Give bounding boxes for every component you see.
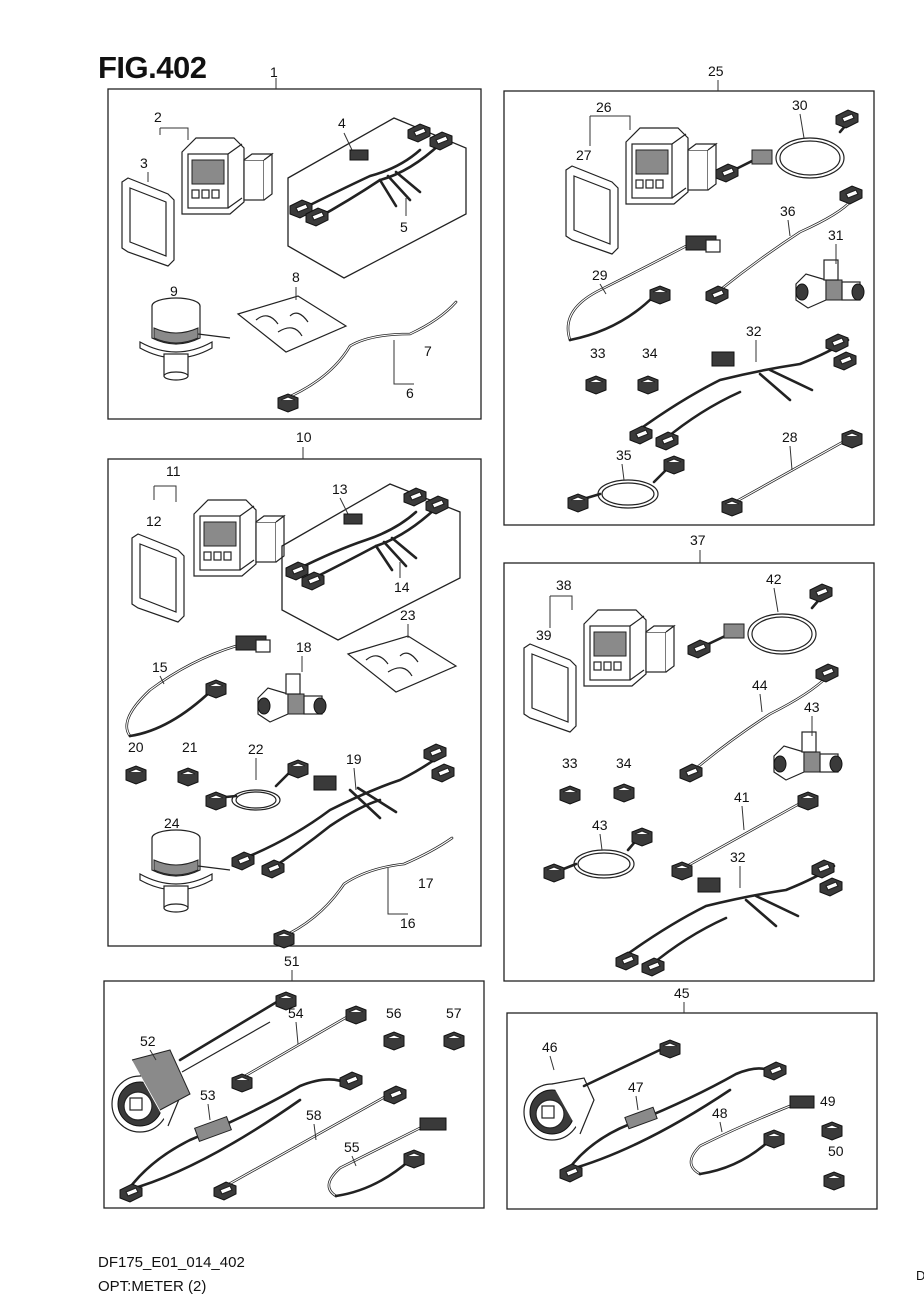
label-51: 51 (284, 953, 300, 969)
label-5: 5 (400, 219, 408, 235)
label-6: 6 (406, 385, 414, 401)
label-42: 43 (804, 699, 820, 715)
label-28: 28 (782, 429, 798, 445)
label-37: 37 (690, 532, 706, 548)
label-8: 8 (292, 269, 300, 285)
label-33: 33 (590, 345, 606, 361)
label-44: 44 (752, 677, 768, 693)
label-47: 47 (628, 1079, 644, 1095)
label-56: 56 (386, 1005, 402, 1021)
label-9: 9 (170, 283, 178, 299)
label-34: 34 (642, 345, 658, 361)
label-22: 22 (248, 741, 264, 757)
label-17: 17 (418, 875, 434, 891)
group-37: 37 38 39 42 44 43 33 34 43 (503, 532, 875, 982)
label-36: 36 (780, 203, 796, 219)
label-41: 42 (766, 571, 782, 587)
label-26: 26 (596, 99, 612, 115)
group-1: 1 2 3 4 5 8 9 7 6 (107, 64, 482, 420)
label-21: 21 (182, 739, 198, 755)
label-32: 32 (746, 323, 762, 339)
label-4: 4 (338, 115, 346, 131)
label-20: 20 (128, 739, 144, 755)
label-43: 43 (592, 817, 608, 833)
label-24: 24 (164, 815, 180, 831)
group-45: 45 46 47 48 49 50 (506, 985, 878, 1210)
label-11: 11 (166, 463, 181, 479)
label-48: 48 (712, 1105, 728, 1121)
label-23: 23 (400, 607, 416, 623)
label-35: 35 (616, 447, 632, 463)
label-7: 7 (424, 343, 432, 359)
label-57: 57 (446, 1005, 462, 1021)
label-52: 52 (140, 1033, 156, 1049)
label-34b: 34 (616, 755, 632, 771)
label-39: 39 (536, 627, 552, 643)
group-51: 51 52 53 54 56 57 58 (103, 953, 485, 1209)
label-53: 53 (200, 1087, 216, 1103)
label-58: 58 (306, 1107, 322, 1123)
label-10: 10 (296, 429, 312, 445)
figure-caption: OPT:METER (2) (98, 1278, 207, 1295)
label-13: 13 (332, 481, 348, 497)
label-55: 55 (344, 1139, 360, 1155)
label-19: 19 (346, 751, 362, 767)
label-54: 54 (288, 1005, 304, 1021)
figure-code: DF175_E01_014_402 (98, 1254, 245, 1271)
label-3: 3 (140, 155, 148, 171)
label-38: 38 (556, 577, 572, 593)
label-25: 25 (708, 63, 724, 79)
label-32b: 32 (730, 849, 746, 865)
label-27: 27 (576, 147, 592, 163)
label-1: 1 (270, 64, 278, 80)
figure-title: FIG.402 (98, 50, 207, 85)
label-18: 18 (296, 639, 312, 655)
corner-mark: D (916, 1268, 924, 1283)
group-25: 25 26 27 30 36 31 29 33 34 (503, 63, 875, 526)
label-33b: 33 (562, 755, 578, 771)
label-30: 30 (792, 97, 808, 113)
label-12: 12 (146, 513, 162, 529)
label-15: 15 (152, 659, 168, 675)
label-40: 41 (734, 789, 750, 805)
label-49: 49 (820, 1093, 836, 1109)
label-14: 14 (394, 579, 410, 595)
label-45: 45 (674, 985, 690, 1001)
label-2: 2 (154, 109, 162, 125)
label-46: 46 (542, 1039, 558, 1055)
label-29: 29 (592, 267, 608, 283)
label-16: 16 (400, 915, 416, 931)
label-50: 50 (828, 1143, 844, 1159)
group-10: 10 11 12 13 14 23 15 18 20 (107, 429, 482, 949)
label-31: 31 (828, 227, 844, 243)
